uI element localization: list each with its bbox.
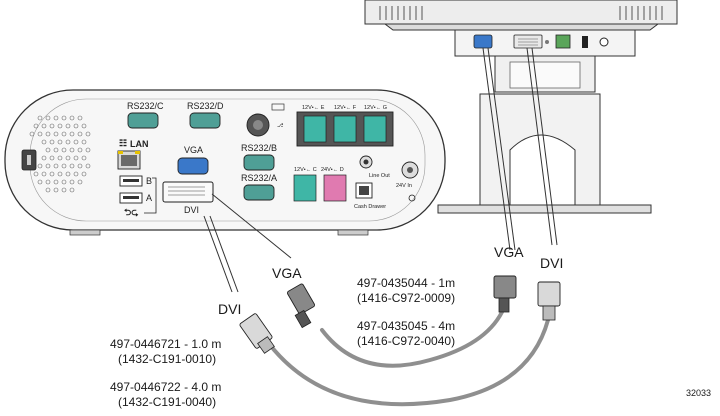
usb-b-label: B: [146, 176, 152, 186]
pusb-c-label: 12V•← C: [294, 167, 317, 173]
vga-cable-label-right: VGA: [494, 244, 524, 260]
pusb-f-port: [333, 115, 357, 143]
lan-icon: ☷: [119, 138, 127, 148]
pusb-g-port: [363, 115, 387, 143]
monitor-bezel: [383, 23, 660, 31]
dvi-port: [162, 181, 214, 203]
cash-drawer-label: Cash Drawer: [354, 204, 386, 210]
dvi-cable-label-left: DVI: [218, 301, 241, 317]
ground-screw: [408, 194, 416, 202]
rs232-c-label: RS232/C: [127, 101, 164, 111]
pusb-e-label: 12V•← E: [302, 105, 325, 111]
vga-part-number-2-alt: (1416-C972-0040): [357, 334, 455, 348]
dvi-connector-right: [537, 281, 561, 321]
pusb-e-port: [303, 115, 327, 143]
power-24v-label: 24V In: [396, 183, 412, 189]
dvi-part-number-2: 497-0446722 - 4.0 m: [110, 380, 221, 394]
rs232-c-port: [127, 112, 159, 129]
pusb-d-port: [323, 174, 347, 202]
vent-holes: [29, 115, 91, 193]
dvi-leader-line: [203, 215, 233, 293]
vga-cable: [320, 310, 504, 368]
monitor-power-jack: [599, 37, 609, 47]
dvi-part-number-1: 497-0446721 - 1.0 m: [110, 337, 221, 351]
dvi-port-label: DVI: [184, 205, 199, 215]
pusb-d-label: 24V•← D: [321, 167, 344, 173]
keyboard-icon: [271, 103, 285, 111]
terminal-foot-right: [337, 229, 369, 236]
monitor-dvi-port: [513, 34, 543, 49]
vga-cable-label-left: VGA: [272, 265, 302, 281]
monitor-stand-base: [437, 204, 652, 214]
pusb-c-port: [293, 174, 317, 202]
monitor-vga-port: [473, 34, 493, 49]
rs232-a-port: [243, 184, 275, 201]
usb-a-label: A: [146, 193, 152, 203]
vga-part-number-2: 497-0435045 - 4m: [357, 319, 455, 333]
mouse-icon: ⎇: [277, 122, 284, 129]
dvi-part-number-2-alt: (1432-C191-0040): [118, 395, 216, 409]
dvi-cable: [268, 318, 550, 407]
monitor-ethernet-port: [555, 34, 571, 49]
monitor-screw-icon: [545, 40, 549, 44]
usb-icon: ⮌⮎: [124, 207, 139, 217]
pusb-f-label: 12V•← F: [334, 105, 357, 111]
monitor: [364, 0, 678, 251]
line-out-label: Line Out: [369, 173, 390, 179]
rs232-a-label: RS232/A: [241, 173, 277, 183]
terminal-foot-left: [69, 229, 101, 236]
dvi-part-number-1-alt: (1432-C191-0010): [118, 352, 216, 366]
dvi-connector-left: [239, 313, 275, 354]
vga-connector-right: [493, 275, 517, 313]
vga-port: [177, 157, 209, 175]
vga-part-number-1-alt: (1416-C972-0009): [357, 291, 455, 305]
vga-part-number-1: 497-0435044 - 1m: [357, 276, 455, 290]
lan-label: LAN: [130, 139, 149, 149]
vga-leader-line: [211, 193, 292, 259]
figure-number: 32033: [686, 388, 711, 398]
rs232-b-port: [243, 154, 275, 171]
vga-connector-left: [286, 283, 316, 329]
rs232-b-label: RS232/B: [241, 143, 277, 153]
rs232-d-label: RS232/D: [187, 101, 224, 111]
monitor-body: [364, 0, 678, 25]
vga-port-label: VGA: [184, 145, 203, 155]
terminal-rear-panel: ☷ LAN B A ⮌⮎ RS232/C RS232/D ⎇ VGA RS232…: [4, 89, 446, 236]
monitor-usb-port: [582, 36, 588, 48]
rs232-d-port: [189, 112, 221, 129]
pusb-g-label: 12V•← G: [364, 105, 387, 111]
dvi-cable-label-right: DVI: [540, 255, 563, 271]
monitor-vents: [379, 6, 663, 20]
